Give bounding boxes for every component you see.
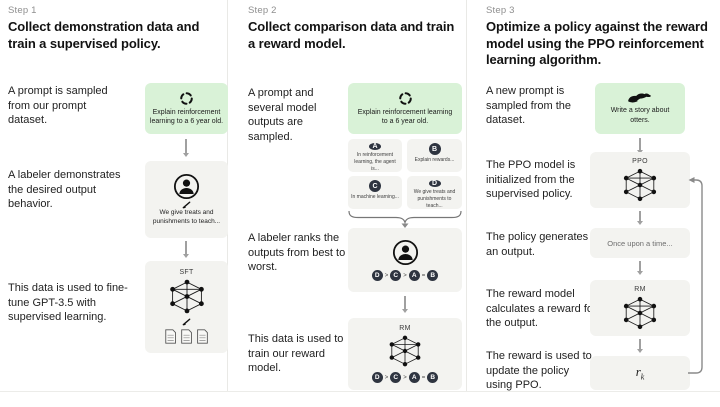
arrow-down-icon <box>180 139 192 157</box>
ppo-label: PPO <box>632 157 648 165</box>
rm-label: RM <box>634 285 646 293</box>
caption-outputs-sampled: A prompt and several model outputs are s… <box>248 87 317 143</box>
ranking-row: D > C > A = B <box>371 270 439 281</box>
prompt-text: Explain reinforcement learning to a 6 ye… <box>357 108 453 125</box>
caption-labeler-demonstrates: A labeler demonstrates the desired outpu… <box>8 169 121 211</box>
rank-separator: > <box>384 272 389 279</box>
model-output-b: B Explain rewards... <box>407 139 462 172</box>
step3-heading: Optimize a policy against the reward mod… <box>486 19 708 68</box>
prompt-box: Write a story about otters. <box>595 83 685 134</box>
ppo-model-box: PPO <box>590 152 690 208</box>
rank-badge: C <box>390 270 402 281</box>
caption-finetune: This data is used to fine-tune GPT-3.5 w… <box>8 282 128 324</box>
ranking-box: D > C > A = B <box>348 228 462 292</box>
output-text: In machine learning... <box>351 194 399 200</box>
rank-separator: > <box>403 374 407 381</box>
step2-heading: Collect comparison data and train a rewa… <box>248 19 455 51</box>
output-text: Explain rewards... <box>414 157 455 163</box>
reward-symbol: rk <box>635 364 645 382</box>
caption-reward-update: The reward is used to update the policy … <box>486 350 592 392</box>
step1-column: Step 1 Collect demonstration data and tr… <box>0 0 228 407</box>
caption-rm-reward: The reward model calculates a reward for… <box>486 288 597 330</box>
arrow-down-icon <box>180 241 192 258</box>
bottom-divider <box>0 391 720 392</box>
curly-brace-icon <box>348 211 462 228</box>
rank-badge: B <box>427 372 439 383</box>
output-letter-badge: B <box>428 143 441 155</box>
rank-badge: A <box>408 270 420 281</box>
step1-heading: Collect demonstration data and train a s… <box>8 19 200 51</box>
column-divider <box>466 0 467 391</box>
prompt-text: Write a story about otters. <box>610 107 670 124</box>
output-text: In reinforcement learning, the agent is.… <box>354 152 396 172</box>
reward-value-box: rk <box>590 356 690 390</box>
caption-prompt-sampled: A prompt is sampled from our prompt data… <box>8 85 108 127</box>
prompt-box: Explain reinforcement learning to a 6 ye… <box>145 83 228 134</box>
step3-column: Step 3 Optimize a policy against the rew… <box>466 0 720 407</box>
arrow-down-icon <box>399 296 411 313</box>
network-icon <box>617 295 663 331</box>
step-label: Step 3 <box>486 5 515 16</box>
rank-badge: B <box>427 270 439 281</box>
documents-icon <box>164 328 210 345</box>
arrow-down-icon <box>634 261 646 275</box>
pencil-icon <box>181 317 192 326</box>
reward-model-box: RM D > C > A = <box>348 318 462 390</box>
policy-output-text: Once upon a time... <box>607 238 673 248</box>
model-output-d: D We give treats and punishments to teac… <box>407 176 462 209</box>
cycle-icon <box>398 91 413 106</box>
caption-ppo-init: The PPO model is initialized from the su… <box>486 159 576 201</box>
model-output-c: C In machine learning... <box>348 176 402 209</box>
cycle-icon <box>179 91 194 106</box>
rank-separator: = <box>421 272 426 279</box>
rank-separator: > <box>403 272 407 279</box>
output-letter-badge: D <box>428 180 441 187</box>
rank-separator: = <box>421 374 426 381</box>
rank-separator: > <box>384 374 389 381</box>
prompt-text: Explain reinforcement learning to a 6 ye… <box>149 108 224 125</box>
rank-badge: D <box>371 270 383 281</box>
arrow-down-icon <box>634 339 646 353</box>
labeler-box: We give treats and punishments to teach.… <box>145 161 228 238</box>
policy-output-box: Once upon a time... <box>590 228 690 258</box>
caption-policy-output: The policy generates an output. <box>486 231 589 258</box>
labeler-icon <box>392 239 419 266</box>
labeler-demo-text: We give treats and punishments to teach.… <box>152 208 221 225</box>
arrow-down-icon <box>634 211 646 225</box>
caption-train-rm: This data is used to train our reward mo… <box>248 333 344 375</box>
step-label: Step 1 <box>8 5 37 16</box>
caption-new-prompt: A new prompt is sampled from the dataset… <box>486 85 571 127</box>
rm-label: RM <box>399 325 411 332</box>
model-output-a: A In reinforcement learning, the agent i… <box>348 139 402 172</box>
output-letter-badge: C <box>369 180 381 192</box>
output-text: We give treats and punishments to teach.… <box>413 189 456 209</box>
labeler-icon <box>173 173 200 200</box>
network-icon <box>163 278 211 315</box>
rank-badge: A <box>408 372 420 383</box>
rank-badge: D <box>371 372 383 383</box>
pencil-icon <box>181 200 192 209</box>
rank-badge: C <box>390 372 402 383</box>
network-icon <box>383 334 427 368</box>
ranking-row: D > C > A = B <box>371 372 439 383</box>
sft-label: SFT <box>179 269 194 276</box>
reward-model-box: RM <box>590 280 690 336</box>
feedback-arrow-icon <box>688 176 710 378</box>
network-icon <box>617 167 663 203</box>
prompt-box: Explain reinforcement learning to a 6 ye… <box>348 83 462 134</box>
caption-labeler-ranks: A labeler ranks the outputs from best to… <box>248 232 346 274</box>
step-label: Step 2 <box>248 5 277 16</box>
sft-model-box: SFT <box>145 261 228 353</box>
output-letter-badge: A <box>369 143 381 150</box>
step2-column: Step 2 Collect comparison data and train… <box>227 0 466 407</box>
otter-icon <box>627 92 653 104</box>
